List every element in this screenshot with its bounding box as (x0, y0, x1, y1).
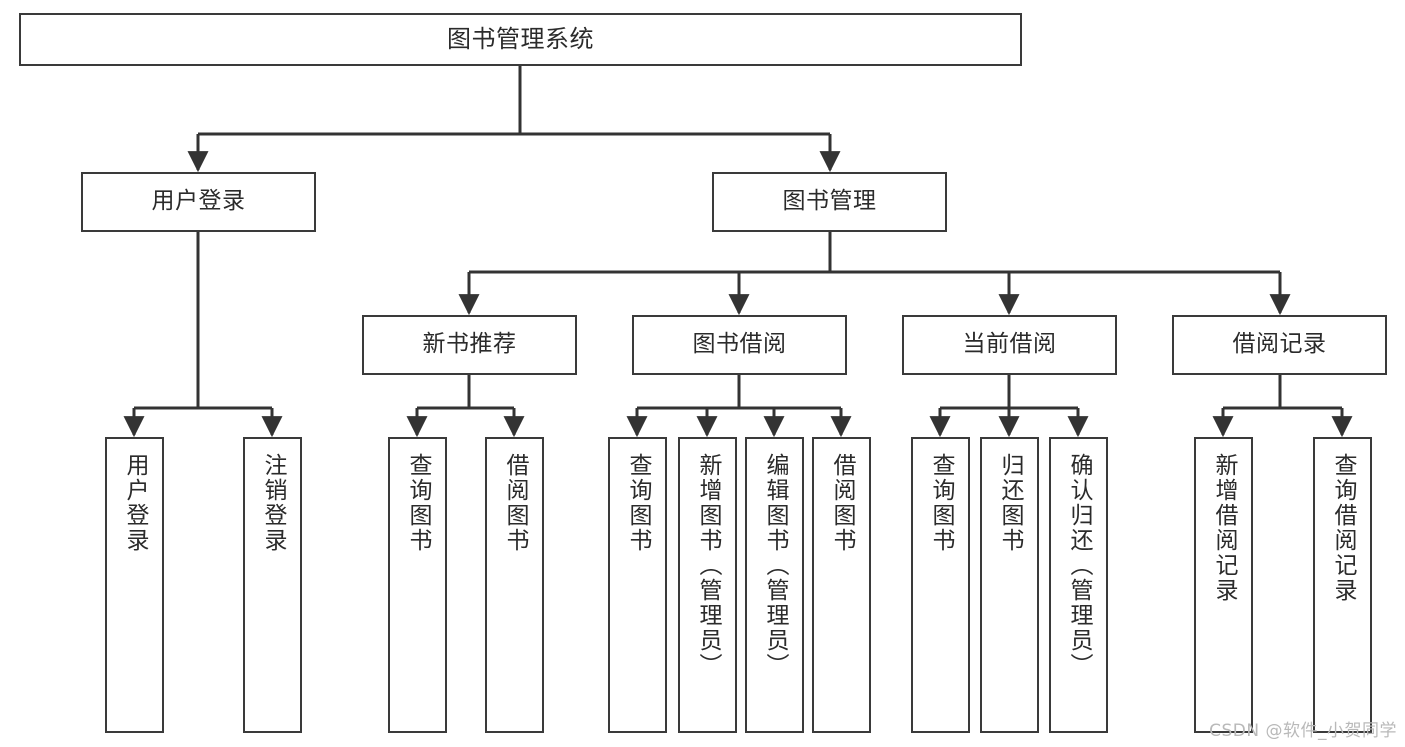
node-root[interactable]: 图书管理系统 (19, 13, 1022, 66)
leaf-logout-label: 注销登录 (260, 453, 286, 553)
node-root-label: 图书管理系统 (447, 25, 594, 54)
leaf-confirm-return-admin-label: 确认归还（管理员） (1066, 453, 1092, 678)
leaf-query-borrow-record-label: 查询借阅记录 (1330, 453, 1356, 603)
leaf-query-book-recommend-label: 查询图书 (405, 453, 431, 553)
leaf-add-book-admin-label: 新增图书（管理员） (695, 453, 721, 678)
node-new-book-recommend[interactable]: 新书推荐 (362, 315, 577, 375)
leaf-return-book[interactable]: 归还图书 (980, 437, 1039, 733)
node-borrow-record-label: 借阅记录 (1232, 331, 1327, 358)
node-new-book-recommend-label: 新书推荐 (422, 331, 517, 358)
leaf-borrow-book[interactable]: 借阅图书 (812, 437, 871, 733)
node-book-management[interactable]: 图书管理 (712, 172, 947, 232)
leaf-logout[interactable]: 注销登录 (243, 437, 302, 733)
node-borrow-record[interactable]: 借阅记录 (1172, 315, 1387, 375)
node-user-login-label: 用户登录 (151, 188, 246, 215)
leaf-user-login-label: 用户登录 (122, 453, 148, 553)
leaf-confirm-return-admin[interactable]: 确认归还（管理员） (1049, 437, 1108, 733)
leaf-add-borrow-record[interactable]: 新增借阅记录 (1194, 437, 1253, 733)
leaf-query-book-recommend[interactable]: 查询图书 (388, 437, 447, 733)
node-user-login[interactable]: 用户登录 (81, 172, 316, 232)
leaf-return-book-label: 归还图书 (997, 453, 1023, 553)
node-current-borrow[interactable]: 当前借阅 (902, 315, 1117, 375)
leaf-query-book-current-label: 查询图书 (928, 453, 954, 553)
leaf-borrow-book-label: 借阅图书 (829, 453, 855, 553)
leaf-add-book-admin[interactable]: 新增图书（管理员） (678, 437, 737, 733)
leaf-add-borrow-record-label: 新增借阅记录 (1211, 453, 1237, 603)
leaf-user-login[interactable]: 用户登录 (105, 437, 164, 733)
leaf-query-book-borrow-label: 查询图书 (625, 453, 651, 553)
leaf-borrow-book-recommend[interactable]: 借阅图书 (485, 437, 544, 733)
leaf-edit-book-admin[interactable]: 编辑图书（管理员） (745, 437, 804, 733)
node-current-borrow-label: 当前借阅 (962, 331, 1057, 358)
node-book-borrow-label: 图书借阅 (692, 331, 787, 358)
leaf-query-borrow-record[interactable]: 查询借阅记录 (1313, 437, 1372, 733)
leaf-borrow-book-recommend-label: 借阅图书 (502, 453, 528, 553)
leaf-query-book-current[interactable]: 查询图书 (911, 437, 970, 733)
node-book-management-label: 图书管理 (782, 188, 877, 215)
leaf-query-book-borrow[interactable]: 查询图书 (608, 437, 667, 733)
node-book-borrow[interactable]: 图书借阅 (632, 315, 847, 375)
watermark: CSDN @软件_小贺同学 (1209, 721, 1397, 741)
leaf-edit-book-admin-label: 编辑图书（管理员） (762, 453, 788, 678)
